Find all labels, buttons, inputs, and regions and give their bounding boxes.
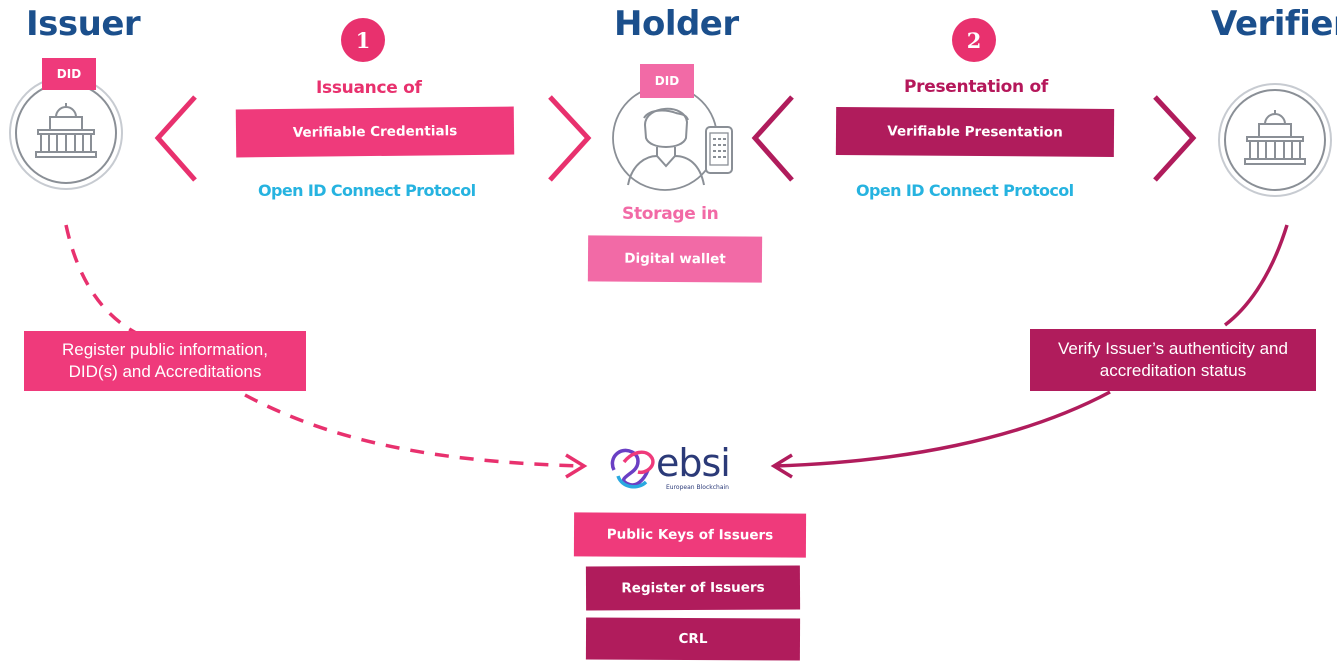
ebsi-solid-arrowhead bbox=[770, 453, 793, 479]
verifier-building-icon bbox=[1218, 83, 1332, 197]
step-2-title: Presentation of bbox=[904, 77, 1048, 97]
verifier-title: Verifier bbox=[1211, 4, 1337, 44]
verifier-note-line-1: Verify Issuer’s authenticity and bbox=[1058, 339, 1288, 358]
step-1-protocol: Open ID Connect Protocol bbox=[258, 181, 476, 200]
verifier-note-line-2: accreditation status bbox=[1099, 361, 1247, 380]
step-1-title: Issuance of bbox=[316, 78, 422, 98]
issuer-title: Issuer bbox=[26, 4, 141, 44]
ebsi-logo-icon bbox=[610, 448, 655, 489]
chevron-left-icon bbox=[154, 95, 197, 182]
verifier-to-ebsi-arrow bbox=[774, 390, 1111, 468]
step-2-protocol: Open ID Connect Protocol bbox=[856, 181, 1074, 200]
issuer-note-line-2: DID(s) and Accreditations bbox=[68, 362, 262, 381]
storage-title: Storage in bbox=[622, 204, 719, 224]
issuer-to-ebsi-dashed-arrow bbox=[244, 393, 583, 468]
registry-crl: CRL bbox=[585, 617, 801, 661]
step-1-ribbon: Verifiable Credentials bbox=[235, 106, 515, 158]
ebsi-wordmark: ebsi bbox=[656, 441, 731, 485]
phone-icon bbox=[705, 126, 733, 174]
holder-title: Holder bbox=[614, 4, 739, 44]
verifier-verify-note: Verify Issuer’s authenticity and accredi… bbox=[1030, 329, 1316, 391]
ebsi-dashed-arrowhead bbox=[565, 453, 588, 479]
chevron-right-icon bbox=[548, 95, 592, 182]
storage-ribbon: Digital wallet bbox=[587, 235, 763, 283]
registry-issuers: Register of Issuers bbox=[585, 565, 801, 611]
verifier-to-ebsi-line bbox=[1223, 224, 1289, 327]
chevron-left-icon bbox=[751, 95, 794, 182]
issuer-note-line-1: Register public information, bbox=[62, 340, 268, 359]
issuer-did-badge: DID bbox=[42, 58, 96, 90]
issuer-to-ebsi-dashed-line bbox=[64, 224, 141, 337]
chevron-right-icon bbox=[1153, 95, 1197, 182]
step-2-badge: 2 bbox=[952, 18, 996, 62]
holder-did-badge: DID bbox=[640, 64, 694, 98]
step-1-badge: 1 bbox=[341, 18, 385, 62]
issuer-register-note: Register public information, DID(s) and … bbox=[24, 331, 306, 391]
issuer-building-icon bbox=[9, 76, 123, 190]
holder-person-icon bbox=[612, 85, 718, 191]
ebsi-subtitle: European Blockchain bbox=[666, 484, 729, 491]
step-2-ribbon: Verifiable Presentation bbox=[835, 107, 1115, 157]
registry-public-keys: Public Keys of Issuers bbox=[573, 512, 807, 558]
